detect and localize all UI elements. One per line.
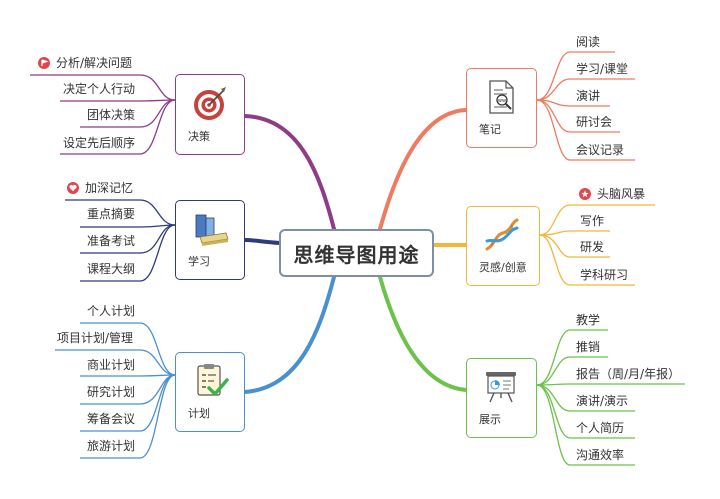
subtopic-inspiration-4[interactable]: 学科研习: [580, 268, 629, 282]
topic-inspiration-label: 灵感/创意: [479, 261, 527, 274]
flag-marker-icon: [38, 57, 50, 69]
star-marker-icon: [579, 188, 591, 200]
topic-show-label: 展示: [479, 413, 501, 426]
subtopic-show-4[interactable]: 演讲/演示: [576, 394, 629, 408]
topic-study[interactable]: 学习: [175, 200, 245, 280]
subtopic-study-1[interactable]: 加深记忆: [67, 181, 133, 195]
subtopic-study-4[interactable]: 课程大纲: [87, 262, 136, 276]
target-icon: [194, 87, 226, 120]
document-icon: ww: [489, 80, 514, 114]
subtopic-notes-2[interactable]: 学习/课堂: [576, 62, 629, 76]
subtopic-plan-2[interactable]: 项目计划/管理: [57, 331, 134, 345]
presentation-board-icon: [486, 372, 516, 403]
subtopic-show-3[interactable]: 报告（周/月/年报）: [576, 367, 681, 381]
subtopic-decision-4[interactable]: 设定先后顺序: [63, 136, 136, 150]
subtopic-show-1[interactable]: 教学: [576, 313, 601, 327]
topic-show[interactable]: 展示: [466, 358, 537, 438]
subtopic-show-5[interactable]: 个人简历: [576, 421, 625, 435]
branch-line-study: [243, 238, 282, 245]
topic-decision[interactable]: 决策: [175, 74, 245, 155]
topic-inspiration[interactable]: 灵感/创意: [466, 206, 540, 286]
svg-text:ww: ww: [498, 98, 506, 104]
topic-study-label: 学习: [188, 255, 210, 268]
branch-line-show: [378, 275, 468, 392]
topic-decision-label: 决策: [188, 130, 210, 143]
subtopic-notes-4[interactable]: 研讨会: [576, 115, 613, 129]
subtopic-notes-3[interactable]: 演讲: [576, 89, 601, 103]
subtopic-plan-5[interactable]: 筹备会议: [87, 412, 136, 426]
central-topic[interactable]: 思维导图用途: [279, 229, 434, 277]
subtopic-decision-3[interactable]: 团体决策: [87, 108, 136, 122]
subtopic-study-3[interactable]: 准备考试: [87, 234, 136, 248]
subtopic-plan-4[interactable]: 研究计划: [87, 385, 136, 399]
branch-line-notes: [378, 108, 468, 231]
subtopic-decision-2[interactable]: 决定个人行动: [63, 82, 136, 96]
topic-notes-label: 笔记: [479, 123, 501, 136]
subtopic-inspiration-1[interactable]: 头脑风暴: [579, 187, 645, 201]
subtopic-decision-1[interactable]: 分析/解决问题: [38, 56, 132, 70]
subtopic-inspiration-2[interactable]: 写作: [580, 214, 605, 228]
subtopic-show-2[interactable]: 推销: [576, 340, 601, 354]
subtopic-notes-5[interactable]: 会议记录: [576, 143, 625, 157]
subtopic-plan-1[interactable]: 个人计划: [87, 304, 136, 318]
branch-line-decision: [243, 114, 336, 231]
subtopic-plan-3[interactable]: 商业计划: [87, 358, 136, 372]
topic-plan[interactable]: 计划: [175, 352, 245, 432]
subtopic-show-6[interactable]: 沟通效率: [576, 448, 625, 462]
subtopic-notes-1[interactable]: 阅读: [576, 35, 601, 49]
subtopic-plan-6[interactable]: 旅游计划: [87, 439, 136, 453]
topic-plan-label: 计划: [188, 407, 210, 420]
books-icon: [195, 214, 229, 246]
dna-icon: [485, 218, 519, 251]
heart-marker-icon: [67, 182, 79, 194]
topic-notes[interactable]: ww 笔记: [466, 68, 537, 148]
checklist-icon: [197, 364, 229, 396]
branch-line-plan: [243, 275, 336, 394]
subtopic-inspiration-3[interactable]: 研发: [580, 240, 605, 254]
subtopic-study-2[interactable]: 重点摘要: [87, 207, 136, 221]
